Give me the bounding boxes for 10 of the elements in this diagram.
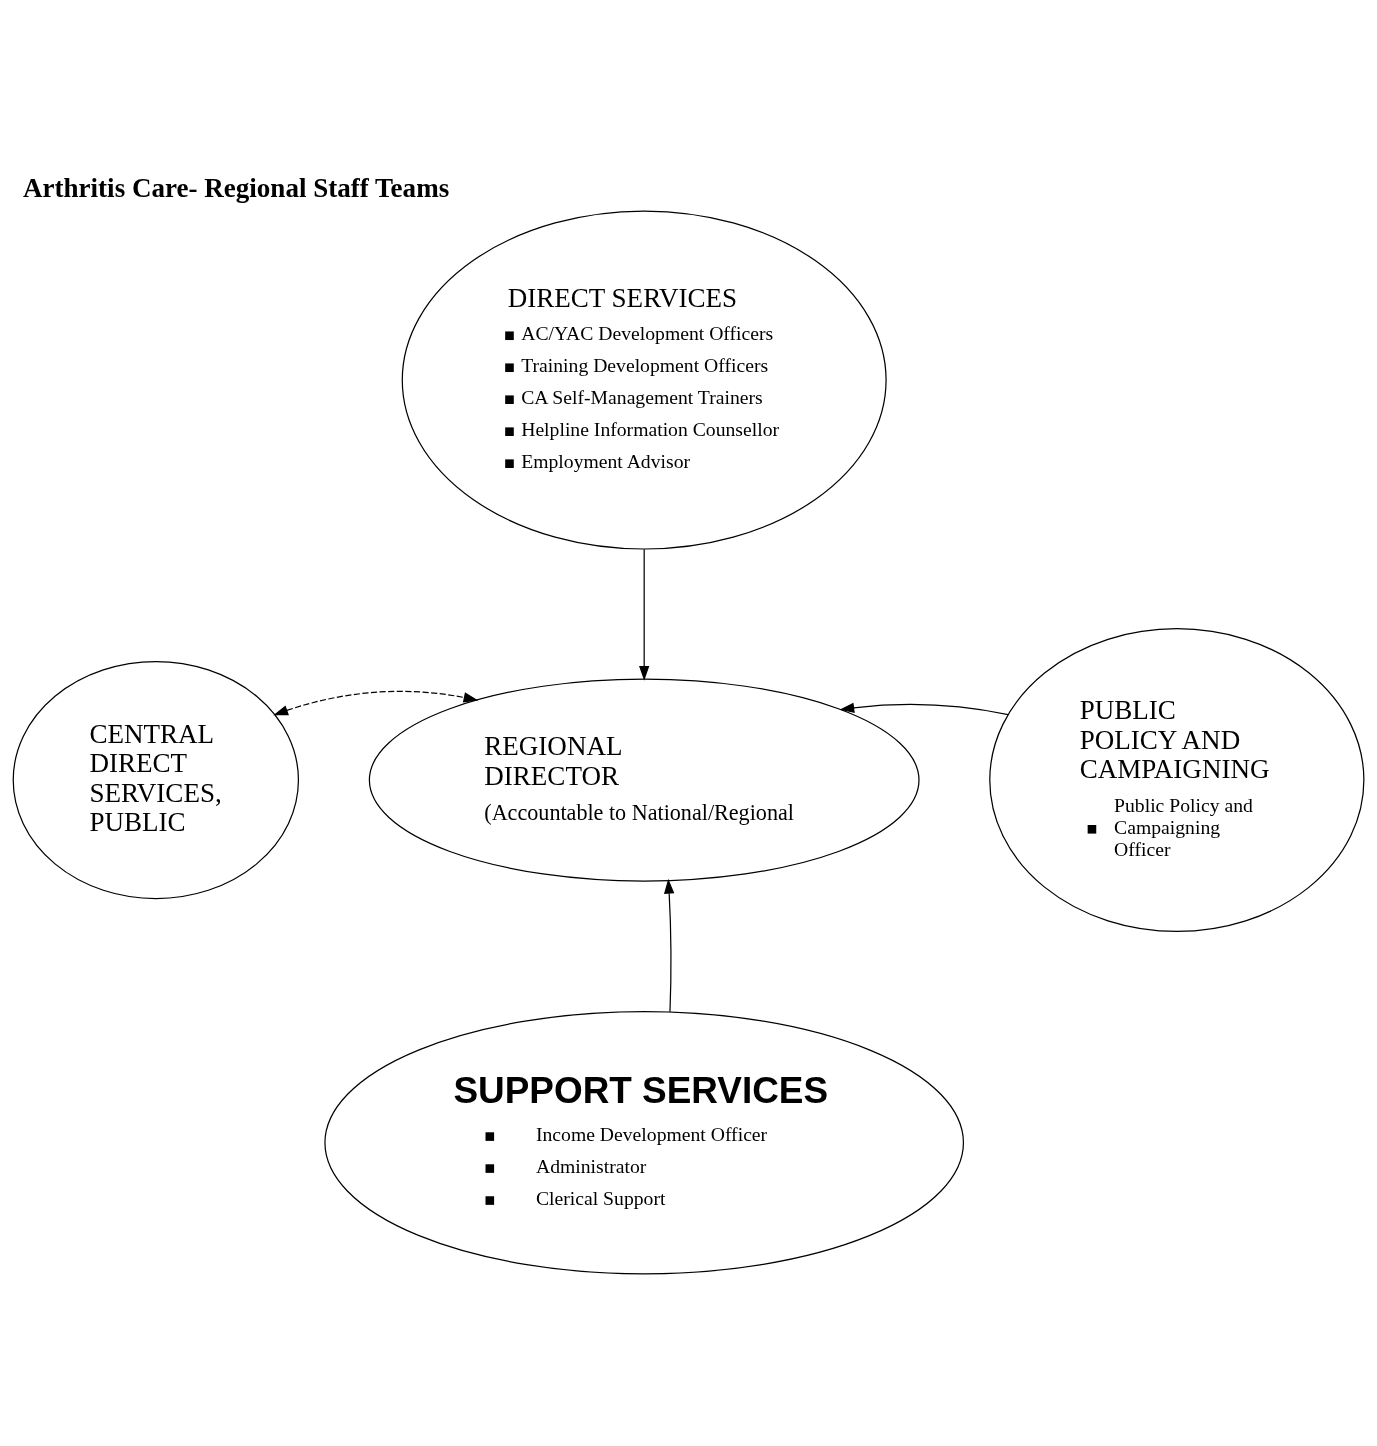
node-ellipse: CENTRAL DIRECT SERVICES, PUBLIC	[12, 660, 300, 900]
arrow	[273, 690, 479, 716]
node-ellipse: DIRECT SERVICES AC/YAC Development Officers Training Development Officers CA Self-Management Trainers Helpline Information Counsellor Employment Advisor	[401, 210, 887, 550]
arrow	[664, 878, 675, 1013]
node-ellipse: REGIONAL DIRECTOR (Accountable to National/Regional	[368, 678, 920, 882]
node-ellipse: SUPPORT SERVICES Income Development Officer Administrator Clerical Support	[324, 1011, 965, 1275]
arrow	[839, 702, 1009, 716]
arrow	[639, 548, 650, 681]
node-ellipse: PUBLIC POLICY AND CAMPAIGNING Public Policy and Campaigning Officer	[989, 628, 1365, 933]
diagram-title: Arthritis Care- Regional Staff Teams	[23, 173, 450, 204]
